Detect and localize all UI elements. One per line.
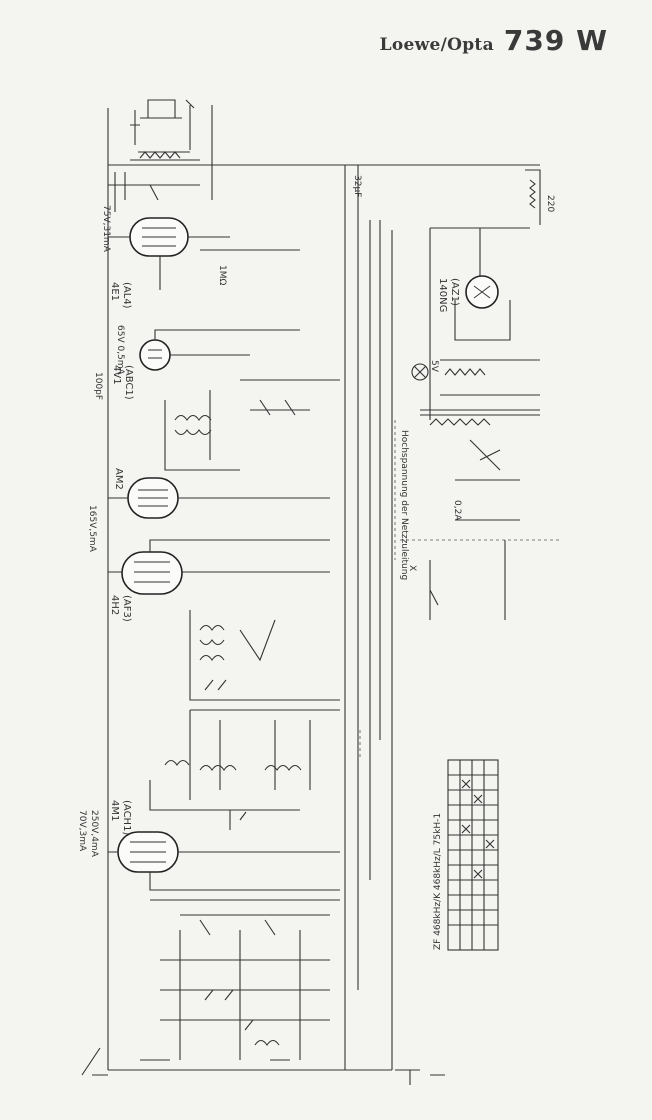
label-cap-100pf: 100pF (93, 372, 103, 400)
label-4e1-type: (AL4) (121, 282, 132, 309)
if-filters (164, 379, 340, 471)
label-4m1: 4M1 (109, 800, 120, 821)
schematic-labels: 4E1 (AL4) 75V,31mA 4V1 (ABC1) 65V 0,5mA … (77, 175, 555, 950)
label-res-1mohm: 1MΩ (217, 265, 227, 285)
band-filter-coils (189, 610, 340, 701)
tube-4m1 (108, 831, 340, 891)
label-mix-current2: 70V,3mA (77, 810, 87, 852)
tube-am2 (108, 477, 330, 519)
output-network (108, 151, 200, 212)
model-number: 739 W (503, 24, 608, 57)
label-4h2: 4H2 (109, 595, 120, 615)
label-wave: ZF 468kHz/K 468kHz/L 75kH-1 (433, 813, 443, 950)
label-cap-32uf: 32μF (352, 175, 362, 197)
label-fuse: 0,2A (452, 500, 462, 521)
tube-4v1 (139, 329, 300, 371)
label-4e1: 4E1 (109, 282, 120, 301)
tube-4h2 (108, 539, 330, 595)
label-x: X (407, 565, 417, 571)
header: Loewe/Opta 739 W (380, 24, 608, 57)
label-pilot: 5V (429, 360, 439, 373)
label-v1-current: 65V 0,5mA (115, 325, 125, 376)
label-supply-voltage: 220 (545, 195, 555, 212)
main-rails (107, 108, 540, 1071)
label-mix-current: 250V,4mA (89, 810, 99, 858)
label-4v1-type: (ABC1) (123, 365, 134, 400)
label-mains: Hochspannung der Netzzuleitung (399, 430, 409, 580)
label-140ng-type: (AZ1) (449, 278, 460, 306)
brand-title: Loewe/Opta (379, 35, 494, 55)
label-140ng: 140NG (437, 278, 448, 312)
antenna-section (81, 899, 445, 1085)
label-am2: AM2 (113, 468, 124, 490)
label-4h2-type: (AF3) (121, 595, 132, 622)
dashed-leads (359, 420, 560, 760)
label-4v1: 4V1 (111, 365, 122, 385)
tuning-section (149, 709, 340, 830)
label-4m1-type: (ACH1) (121, 800, 132, 835)
label-hf-current: 165V,5mA (87, 505, 97, 553)
tube-4e1 (108, 217, 300, 290)
label-anode-current: 75V,31mA (101, 205, 111, 253)
power-supply (411, 169, 541, 620)
switch-table (447, 759, 499, 951)
speaker (130, 99, 213, 200)
